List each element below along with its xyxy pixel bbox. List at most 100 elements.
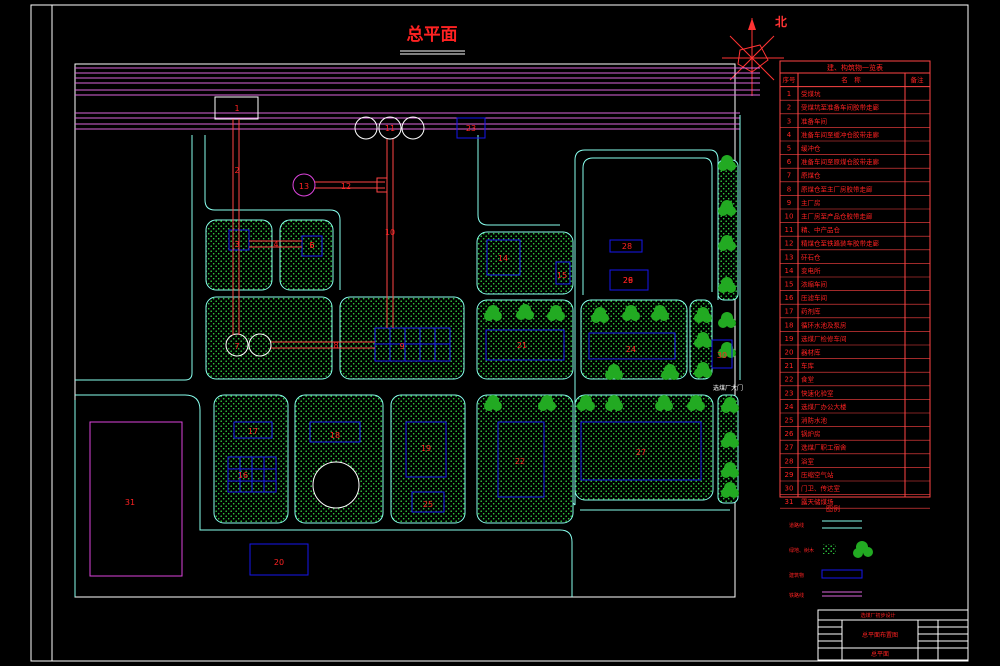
table-row-number: 23 xyxy=(785,389,794,397)
table-row-name: 受煤坑 xyxy=(801,89,821,98)
page-title: 总平面 xyxy=(407,24,458,45)
table-row-name: 缓冲仓 xyxy=(801,144,821,153)
table-row-number: 31 xyxy=(785,498,794,506)
table-row-name: 药剂库 xyxy=(801,307,821,316)
legend-green-swatch xyxy=(823,544,836,554)
plan-label-1: 1 xyxy=(234,104,239,113)
table-row-name: 快速化验室 xyxy=(801,388,834,397)
table-row-number: 6 xyxy=(787,158,792,166)
table-row-number: 20 xyxy=(785,349,794,357)
gate-label: 选煤厂大门 xyxy=(713,384,743,392)
legend-rail-label: 铁路线 xyxy=(789,592,804,599)
tree-icon xyxy=(721,482,739,498)
tree-icon xyxy=(577,395,595,411)
plan-label-26: 26 xyxy=(623,276,633,285)
site-boundary xyxy=(74,63,736,598)
table-row-number: 21 xyxy=(785,362,794,370)
plan-label-14: 14 xyxy=(498,254,508,263)
table-row-number: 10 xyxy=(785,213,794,221)
north-arrow-icon xyxy=(722,18,784,96)
table-row-number: 30 xyxy=(785,485,794,493)
tree-icon xyxy=(622,305,640,321)
tree-icon xyxy=(661,364,679,380)
table-row-name: 精煤仓至铁路装车胶带走廊 xyxy=(801,239,880,248)
plan-label-24: 24 xyxy=(626,345,636,354)
roads xyxy=(74,115,741,597)
plan-label-27: 27 xyxy=(636,448,646,457)
tree-icon xyxy=(718,312,736,328)
tree-icon xyxy=(721,462,739,478)
table-row-number: 3 xyxy=(787,117,791,125)
tree-icon xyxy=(694,332,712,348)
legend-building-swatch xyxy=(821,569,863,579)
title-block-drawing-name: 总平面布置图 xyxy=(862,631,898,639)
tree-icon xyxy=(591,307,609,323)
table-row-number: 14 xyxy=(785,267,794,275)
table-row-number: 7 xyxy=(787,172,791,180)
tree-icon xyxy=(605,364,623,380)
table-row-number: 24 xyxy=(785,403,794,411)
table-row-name: 露天储煤场 xyxy=(801,497,834,506)
plan-label-12: 12 xyxy=(341,182,351,191)
table-header: 名 称 xyxy=(841,75,861,84)
table-row-number: 1 xyxy=(787,90,791,98)
table-row-name: 精、中产品仓 xyxy=(801,225,841,234)
table-header: 序号 xyxy=(783,75,797,84)
plan-label-30: 30 xyxy=(717,351,727,360)
table-row-name: 食堂 xyxy=(801,375,815,384)
table-row-number: 8 xyxy=(787,185,791,193)
table-row-name: 变电所 xyxy=(801,266,821,275)
plan-label-13: 13 xyxy=(299,182,309,191)
table-row-name: 浓缩车间 xyxy=(801,280,827,289)
table-row-number: 13 xyxy=(785,253,794,261)
tree-icon xyxy=(718,342,736,358)
tree-icon xyxy=(718,200,736,216)
plan-label-5: 5 xyxy=(309,241,314,250)
tree-icon xyxy=(605,395,623,411)
tree-icon xyxy=(694,362,712,378)
plan-label-17: 17 xyxy=(248,427,258,436)
table-row-number: 4 xyxy=(787,131,792,139)
legend-tree-icon xyxy=(853,541,873,558)
tree-icon xyxy=(484,395,502,411)
plan-label-16: 16 xyxy=(238,471,248,480)
table-row-name: 原煤仓 xyxy=(801,171,821,180)
table-row-name: 车库 xyxy=(801,361,815,370)
table-row-name: 准备车间至原煤仓胶带走廊 xyxy=(801,157,880,166)
inner-frame xyxy=(51,4,969,662)
tree-icon xyxy=(694,307,712,323)
table-row-number: 29 xyxy=(785,471,794,479)
table-row-number: 28 xyxy=(785,457,794,465)
tree-icon xyxy=(718,277,736,293)
plan-label-18: 18 xyxy=(330,431,340,440)
table-row-name: 消防水池 xyxy=(801,416,828,425)
plan-label-8: 8 xyxy=(333,341,338,350)
table-row-number: 15 xyxy=(785,281,794,289)
table-row-name: 选煤厂职工宿舍 xyxy=(801,443,847,452)
silos xyxy=(225,116,425,509)
tree-icon xyxy=(655,395,673,411)
legend-green-label: 绿地、树木 xyxy=(789,547,814,554)
legend: 图例 道路线 绿地、树木 建筑物 铁路线 xyxy=(789,504,873,599)
table-row-name: 选煤厂检修车间 xyxy=(801,334,847,343)
table-row-name: 器材库 xyxy=(801,348,821,357)
table-row-name: 准备车间至缓冲仓胶带走廊 xyxy=(801,130,880,139)
table-row-number: 2 xyxy=(787,104,791,112)
plan-label-7: 7 xyxy=(234,342,239,351)
table-title: 建、构筑物一览表 xyxy=(827,63,883,72)
plan-label-10: 10 xyxy=(385,228,395,237)
table-row-number: 9 xyxy=(787,199,791,207)
tree-icon xyxy=(516,304,534,320)
tree-icon xyxy=(718,155,736,171)
plan-label-4: 4 xyxy=(273,240,278,249)
table-row-name: 锅炉房 xyxy=(801,429,821,438)
tree-icon xyxy=(547,305,565,321)
tree-icon xyxy=(718,235,736,251)
plan-label-28: 28 xyxy=(622,242,632,251)
tree-icon xyxy=(721,397,739,413)
tree-icon xyxy=(651,305,669,321)
table-row-number: 19 xyxy=(785,335,794,343)
table-row-number: 17 xyxy=(785,308,794,316)
plan-label-2: 2 xyxy=(234,166,239,175)
